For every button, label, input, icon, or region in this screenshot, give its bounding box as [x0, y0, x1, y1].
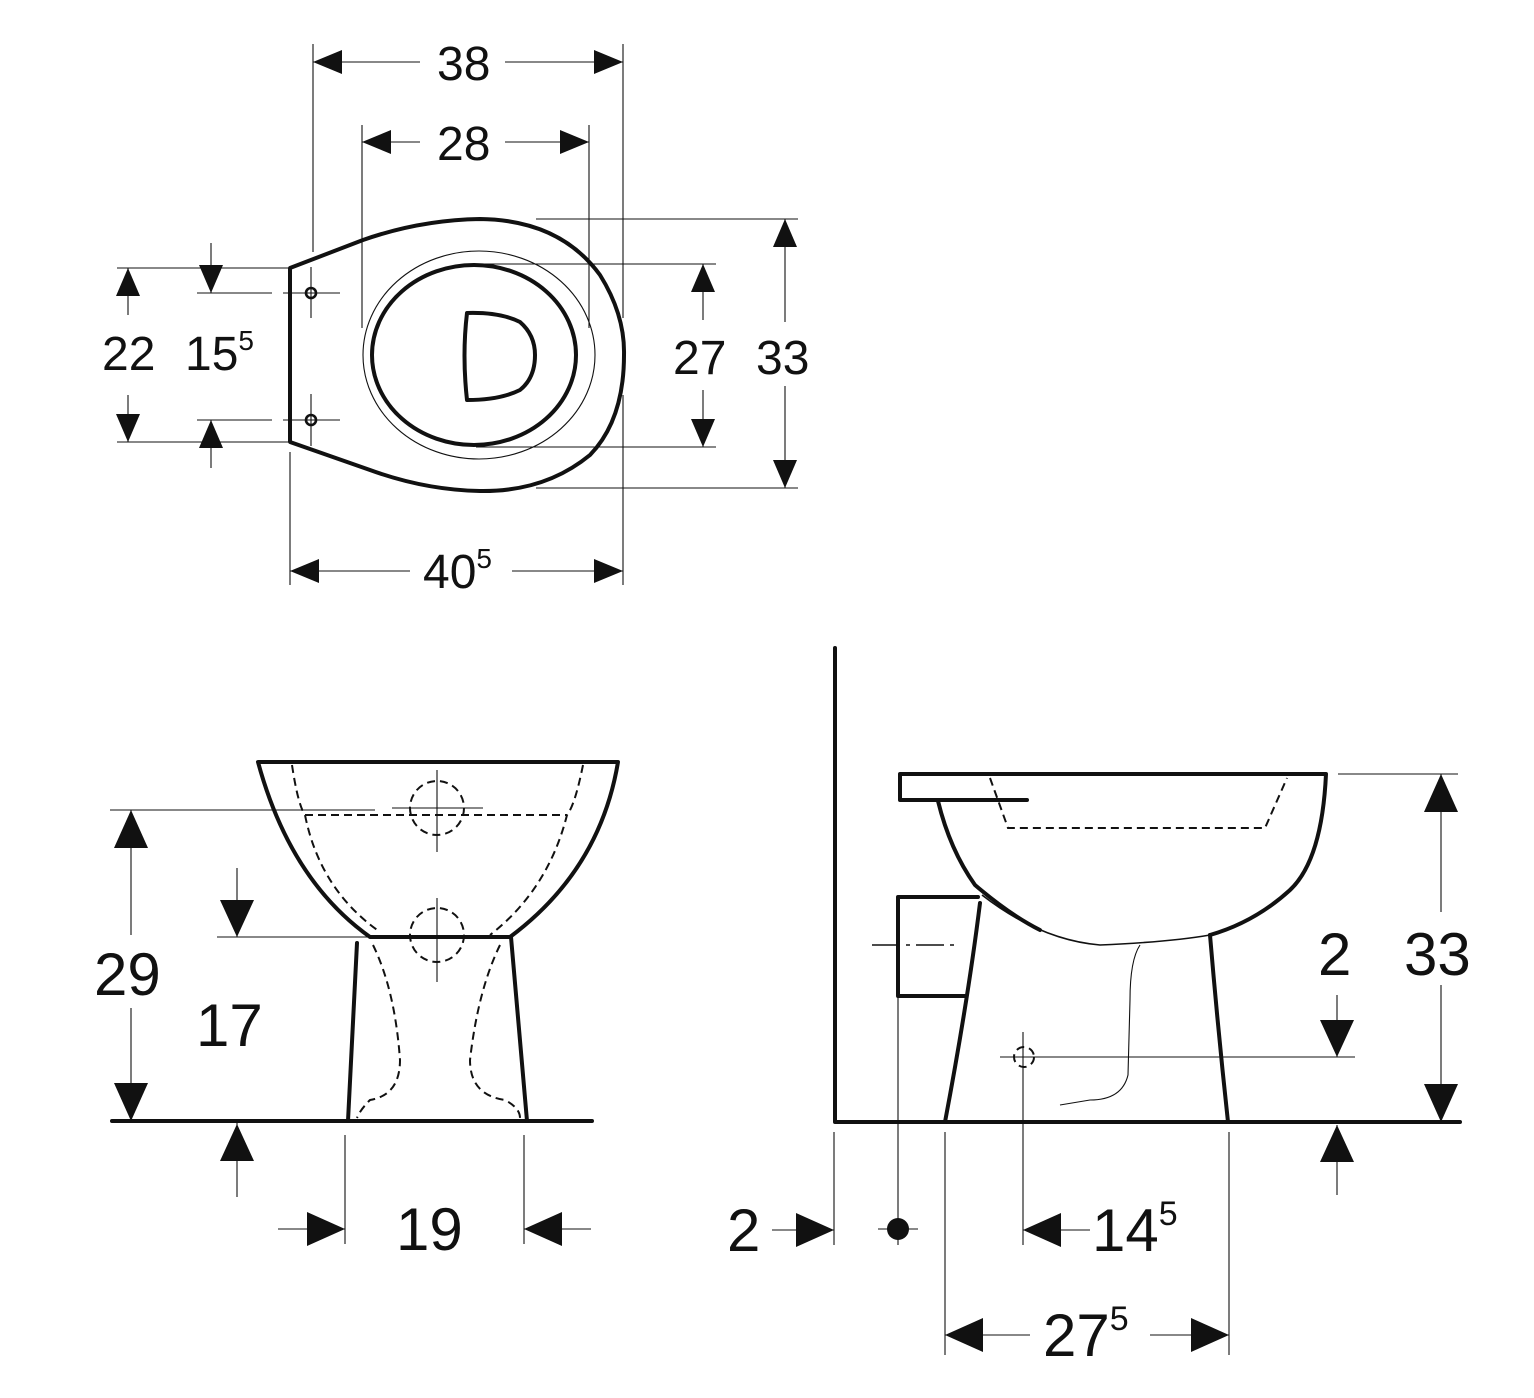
top-view-inner-ring [370, 263, 578, 447]
dim-outer-width: 38 [437, 38, 490, 91]
dim-inner-width: 28 [437, 118, 490, 171]
dim-overall-length: 405 [423, 543, 492, 599]
dim-wall-offset: 2 [727, 1197, 760, 1264]
dim-seat-opening: 27 [673, 332, 726, 385]
top-view-drain-opening [462, 310, 537, 402]
side-view: 33 2 2 145 275 [727, 646, 1471, 1369]
top-view-outer-ring [362, 250, 596, 460]
front-view-pedestal [346, 935, 529, 1123]
front-view-bowl [256, 760, 620, 939]
dim-back-height: 22 [102, 328, 155, 381]
dim-fixing-hole-spacing: 155 [185, 325, 254, 381]
dim-outlet-height: 29 [94, 941, 161, 1008]
front-view: 29 17 19 [94, 760, 620, 1263]
top-view: 38 28 405 22 155 27 [102, 38, 809, 599]
dim-fixing-distance: 145 [1092, 1195, 1178, 1264]
dim-pedestal-height: 17 [196, 992, 263, 1059]
side-view-wall-floor [833, 646, 1462, 1124]
dim-overall-depth: 33 [756, 332, 809, 385]
top-view-bowl-outline [288, 217, 627, 494]
side-view-rim [898, 772, 1328, 937]
dim-base-length: 275 [1043, 1300, 1129, 1369]
dim-total-height: 33 [1404, 921, 1471, 988]
dim-base-width: 19 [396, 1196, 463, 1263]
dim-fixing-height: 2 [1318, 921, 1351, 988]
